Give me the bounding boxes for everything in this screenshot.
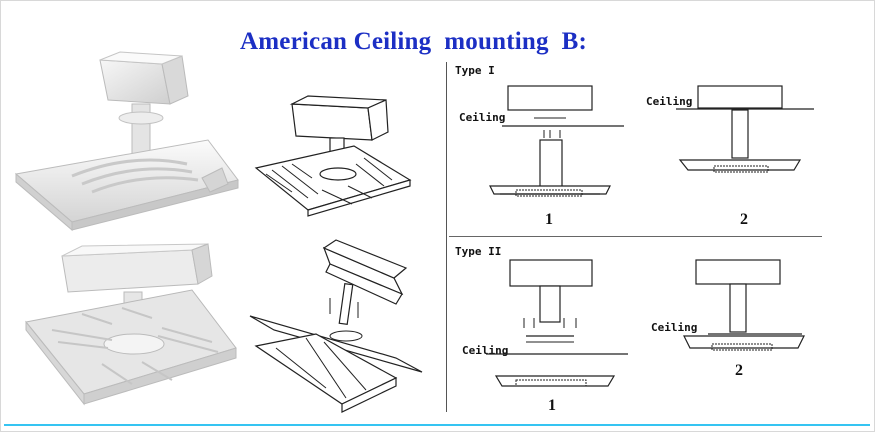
type1-ceiling-label-1: Ceiling [459, 111, 506, 124]
type2-step-2: 2 [735, 362, 743, 379]
type1-step-2: 2 [740, 211, 748, 228]
type1-ceiling-label-2: Ceiling [646, 95, 693, 108]
section-divider [446, 62, 447, 412]
type-divider [449, 236, 822, 237]
type1-heading: Type I [455, 64, 495, 77]
type2-ceiling-label-2: Ceiling [651, 321, 698, 334]
fixture-render-bottom [25, 243, 237, 406]
fixture-render-top [14, 51, 239, 232]
type1-diagram-2 [676, 85, 814, 173]
type2-diagram-1 [486, 259, 628, 387]
type2-step-1: 1 [548, 397, 556, 414]
type1-step-1: 1 [545, 211, 553, 228]
type2-heading: Type II [455, 245, 502, 258]
type2-diagram-2 [683, 259, 805, 351]
fixture-drawing-exploded [249, 239, 423, 413]
type1-diagram-1 [489, 85, 624, 197]
page-title: American Ceiling mounting B: [240, 28, 587, 55]
accent-underline [4, 424, 870, 426]
fixture-drawing-assembled [254, 95, 412, 217]
